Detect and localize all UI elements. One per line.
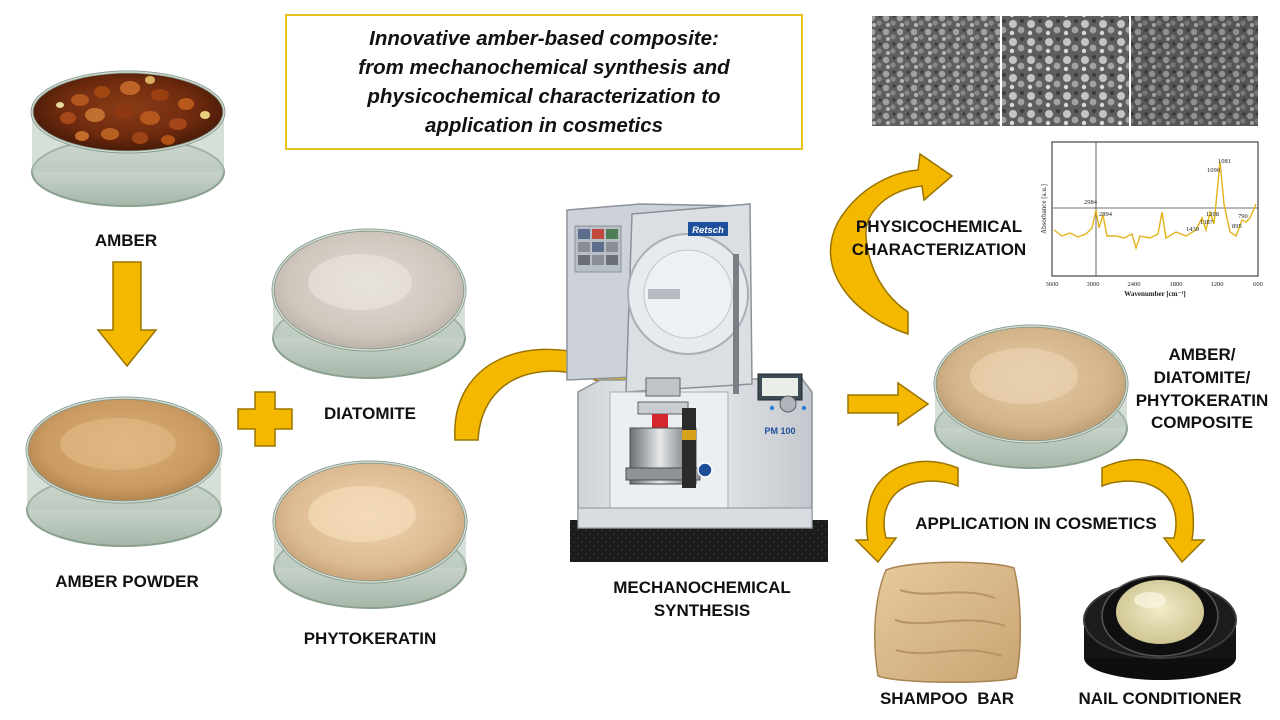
ir-xlabel: Wavenumber [cm⁻¹] <box>1124 290 1185 298</box>
arrow-curved-to-shampoo <box>854 460 959 564</box>
composite-dish <box>933 324 1129 469</box>
ir-xtick-3600: 3600 <box>1046 281 1059 288</box>
mill-lid-emblem <box>648 289 680 299</box>
label-composite-line-1: AMBER/ <box>1168 345 1236 364</box>
amber-dish <box>30 70 226 207</box>
diatomite-dish <box>271 228 467 379</box>
ir-peak-1081: 1081 <box>1218 158 1231 165</box>
title-line-2: from mechanochemical synthesis and <box>358 55 730 79</box>
ir-xtick-1800: 1800 <box>1170 281 1183 288</box>
ir-peak-2894: 2894 <box>1099 211 1113 218</box>
label-mechanochemical-synthesis-line-2: SYNTHESIS <box>653 601 751 621</box>
title-line-3: physicochemical characterization to <box>367 85 721 108</box>
grinding-jar <box>625 377 701 488</box>
ir-peak-790: 790 <box>1238 213 1248 220</box>
ir-ylabel: Absorbance [a.u.] <box>1040 184 1048 234</box>
title-line-4: application in cosmetics <box>424 114 664 138</box>
label-composite-line-2: DIATOMITE/ <box>1153 367 1251 387</box>
label-composite-line-4: COMPOSITE <box>1150 413 1253 433</box>
amber-pieces <box>56 76 210 145</box>
label-shampoo-bar: SHAMPOO BAR <box>879 689 1015 708</box>
ir-peak-1439: 1439 <box>1186 226 1199 233</box>
planetary-ball-mill: Retsch PM 100 <box>566 203 828 562</box>
mill-brand-badge <box>688 222 728 236</box>
amber-powder-dish <box>25 396 223 547</box>
label-composite-line-3: PHYTOKERATIN <box>1135 390 1269 410</box>
label-nail-conditioner: NAIL CONDITIONER <box>1078 689 1242 708</box>
arrow-curved-to-nail-conditioner <box>1101 459 1206 564</box>
ir-peak-895: 895 <box>1232 223 1242 230</box>
label-physicochemical-line-2: CHARACTERIZATION <box>851 240 1027 260</box>
ir-peak-1096: 1096 <box>1207 167 1221 174</box>
label-application-in-cosmetics: APPLICATION IN COSMETICS <box>915 514 1157 533</box>
ir-xtick-600: 600 <box>1253 281 1263 288</box>
sem-images <box>872 16 1258 126</box>
label-physicochemical-line-1: PHYSICOCHEMICAL <box>855 217 1023 236</box>
sem-image-2 <box>1002 16 1129 126</box>
ir-spectrum-line <box>1053 161 1257 251</box>
mill-brand-text: Retsch <box>692 225 724 236</box>
label-diatomite: DIATOMITE <box>324 404 416 423</box>
ir-xtick-2400: 2400 <box>1128 281 1141 288</box>
title-line-1: Innovative amber-based composite: <box>369 26 719 50</box>
title-box: Innovative amber-based composite: from m… <box>285 14 803 150</box>
ir-peak-2984: 2984 <box>1084 199 1098 206</box>
ir-peak-1387: 1387 <box>1200 219 1214 226</box>
arrow-curved-to-characterization <box>829 152 954 336</box>
ir-spectrum: 2984 2894 1439 1387 1208 1096 1081 895 7… <box>1040 141 1263 298</box>
label-mechanochemical-synthesis: MECHANOCHEMICAL SYNTHESIS <box>592 576 812 623</box>
label-mechanochemical-synthesis-line-1: MECHANOCHEMICAL <box>613 578 791 597</box>
label-physicochemical-characterization: PHYSICOCHEMICAL CHARACTERIZATION <box>840 215 1038 262</box>
label-amber: AMBER <box>94 231 158 250</box>
plus-icon <box>237 391 293 447</box>
ir-peak-1208: 1208 <box>1206 211 1219 218</box>
mill-model-text: PM 100 <box>764 426 795 436</box>
sem-image-1 <box>872 16 1000 126</box>
label-amber-powder: AMBER POWDER <box>55 572 199 591</box>
shampoo-bar <box>873 561 1022 683</box>
title-text: Innovative amber-based composite: from m… <box>358 24 729 140</box>
label-composite: AMBER/ DIATOMITE/ PHYTOKERATIN COMPOSITE <box>1132 344 1272 435</box>
label-phytokeratin: PHYTOKERATIN <box>303 629 437 648</box>
mill-keypad <box>574 225 622 273</box>
sem-image-3 <box>1131 16 1258 126</box>
arrow-down-amber <box>96 261 158 368</box>
mill-lcd <box>762 378 798 396</box>
arrow-right-to-composite <box>847 381 930 427</box>
phytokeratin-dish <box>272 460 468 609</box>
ir-xtick-1200: 1200 <box>1211 281 1224 288</box>
nail-conditioner-jar <box>1083 575 1237 680</box>
ir-xtick-3000: 3000 <box>1087 281 1100 288</box>
